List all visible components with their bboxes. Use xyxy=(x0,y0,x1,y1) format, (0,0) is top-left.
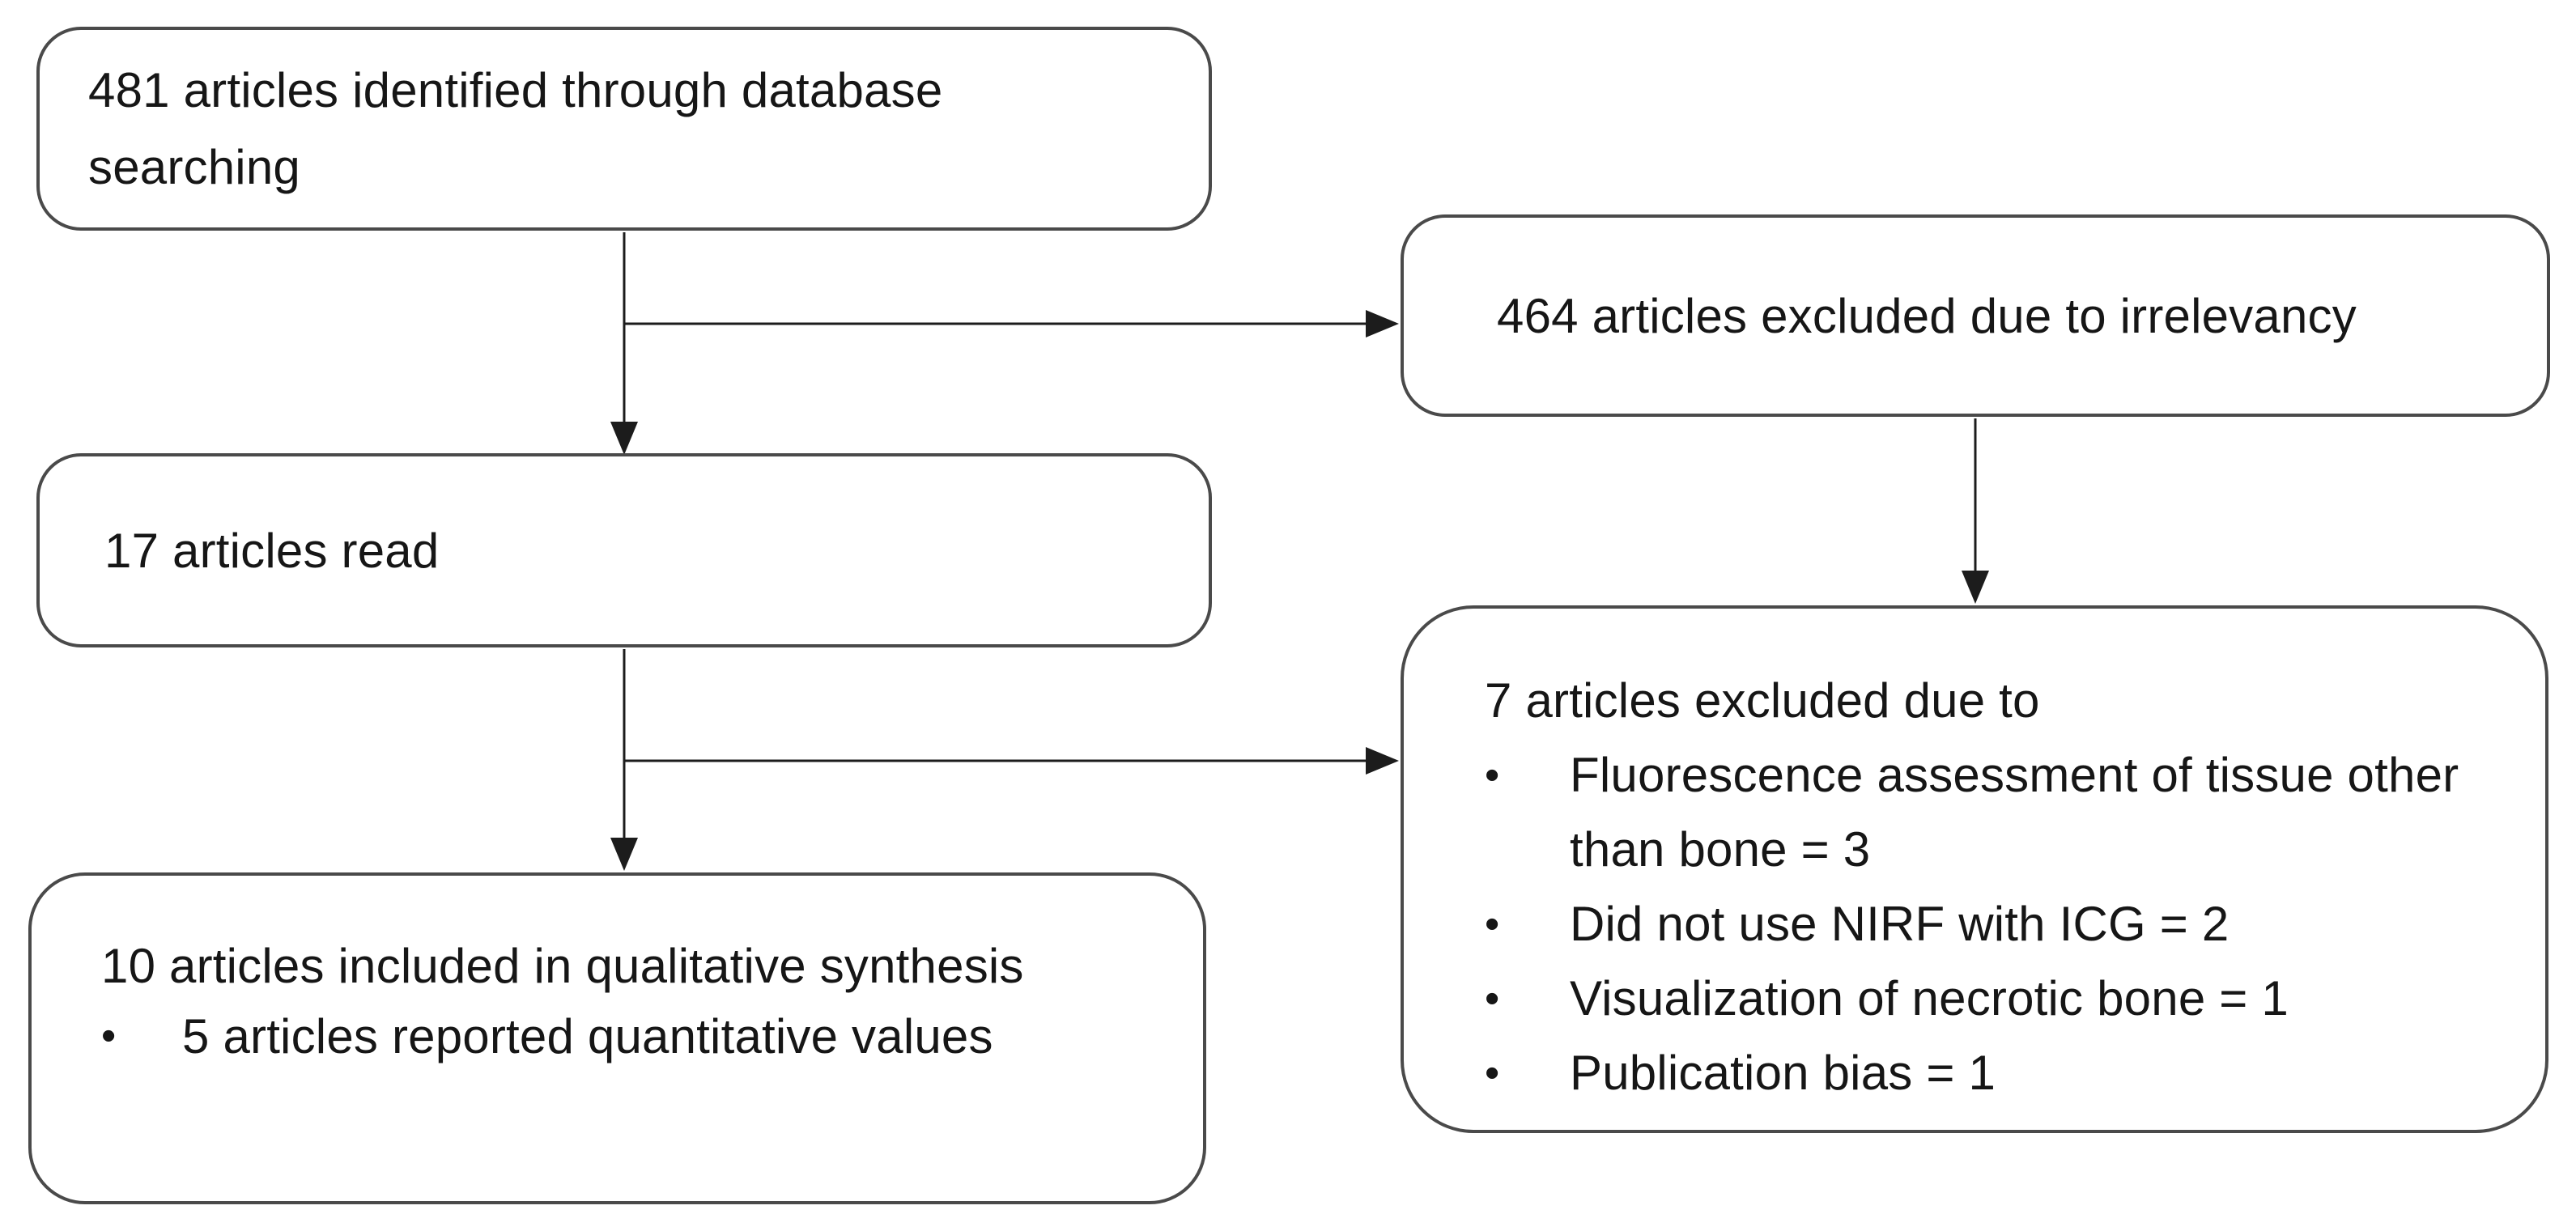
exclusion-reason-text: Visualization of necrotic bone = 1 xyxy=(1570,971,2289,1025)
box-identified-text: 481 articles identified through database… xyxy=(88,63,943,194)
bullet-icon: • xyxy=(1485,901,1500,948)
list-item: • Fluorescence assessment of tissue othe… xyxy=(1485,738,2513,887)
box-excluded-reasons: 7 articles excluded due to • Fluorescenc… xyxy=(1401,605,2548,1133)
included-bullet-text: 5 articles reported quantitative values xyxy=(182,1009,993,1063)
box-excluded-irrelevancy: 464 articles excluded due to irrelevancy xyxy=(1401,214,2550,417)
exclusion-reason-text: Did not use NIRF with ICG = 2 xyxy=(1570,897,2230,951)
arrow-right-icon xyxy=(1366,747,1399,775)
arrow-down-icon xyxy=(610,838,638,871)
box-excluded-irrelevancy-text: 464 articles excluded due to irrelevancy xyxy=(1497,288,2357,343)
bullet-icon: • xyxy=(1485,752,1500,799)
bullet-icon: • xyxy=(1485,975,1500,1022)
arrow-down-icon xyxy=(610,422,638,455)
included-list: • 5 articles reported quantitative value… xyxy=(101,1001,1188,1072)
arrow-right-icon xyxy=(1366,310,1399,337)
bullet-icon: • xyxy=(101,1012,117,1059)
arrow-down-icon xyxy=(1962,571,1989,604)
excluded-reasons-list: • Fluorescence assessment of tissue othe… xyxy=(1485,738,2513,1110)
box-read-text: 17 articles read xyxy=(104,523,440,578)
box-included-heading: 10 articles included in qualitative synt… xyxy=(101,939,1024,993)
exclusion-reason-text: Fluorescence assessment of tissue other … xyxy=(1570,748,2459,877)
box-identified: 481 articles identified through database… xyxy=(36,27,1212,231)
bullet-icon: • xyxy=(1485,1050,1500,1097)
list-item: • Visualization of necrotic bone = 1 xyxy=(1485,961,2513,1036)
box-read: 17 articles read xyxy=(36,453,1212,647)
box-included: 10 articles included in qualitative synt… xyxy=(28,872,1206,1204)
list-item: • 5 articles reported quantitative value… xyxy=(101,1001,1188,1072)
box-excluded-reasons-heading: 7 articles excluded due to xyxy=(1485,673,2040,728)
list-item: • Did not use NIRF with ICG = 2 xyxy=(1485,887,2513,961)
exclusion-reason-text: Publication bias = 1 xyxy=(1570,1046,1996,1100)
list-item: • Publication bias = 1 xyxy=(1485,1036,2513,1110)
